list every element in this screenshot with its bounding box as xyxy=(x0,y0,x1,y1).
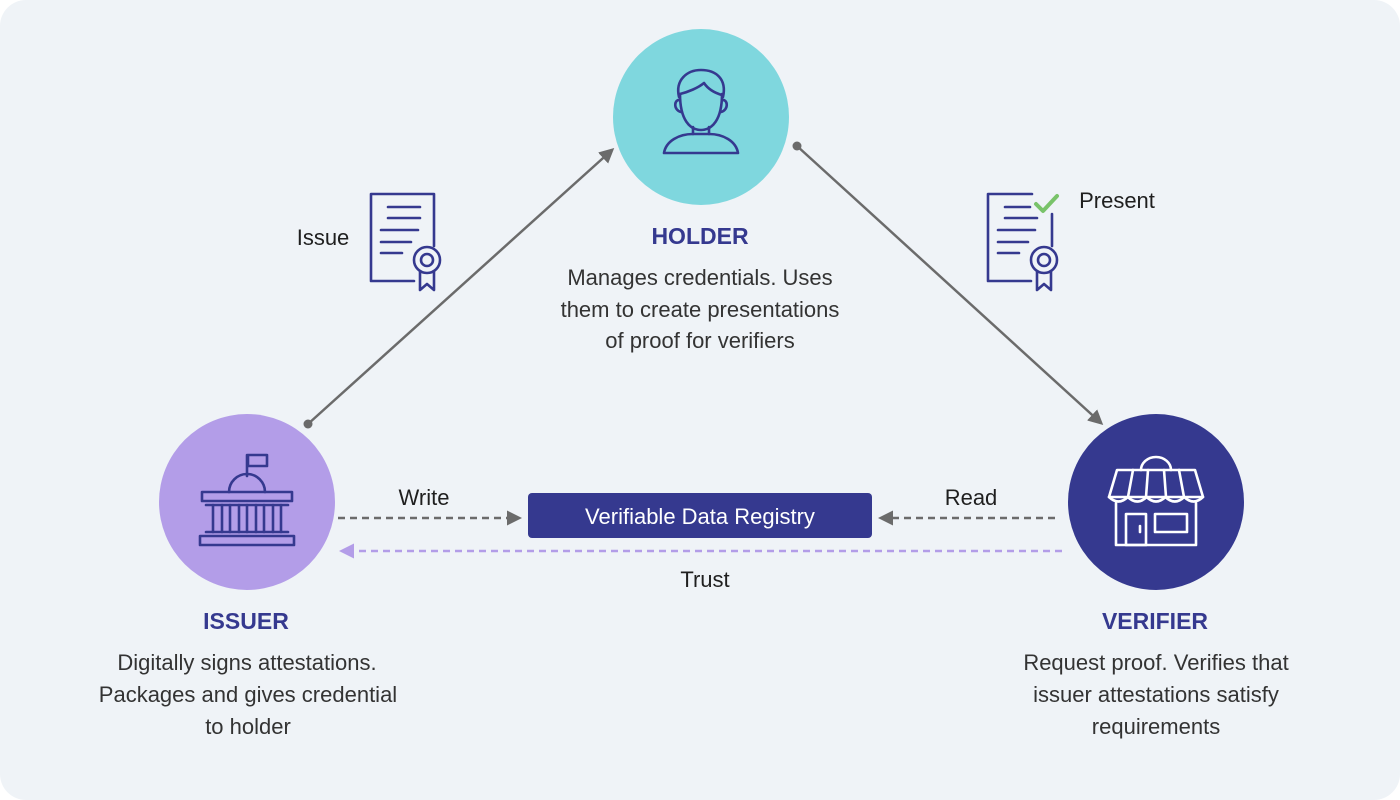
issue-arrow-line xyxy=(307,147,615,425)
holder-description-line: Manages credentials. Uses xyxy=(567,265,832,290)
holder-circle xyxy=(613,29,789,205)
certificate-check-icon xyxy=(986,192,1059,292)
registry-box xyxy=(528,493,872,538)
verifier-title: VERIFIER xyxy=(1102,608,1208,634)
check-mark-icon xyxy=(1034,194,1059,213)
storefront-icon xyxy=(1107,455,1205,547)
present-arrow xyxy=(792,141,1104,426)
person-icon xyxy=(662,68,740,155)
issuer-description-line: Packages and gives credential xyxy=(99,682,397,707)
verifiable-data-registry: Verifiable Data Registry xyxy=(528,493,872,538)
verifier-node: VERIFIER Request proof. Verifies that is… xyxy=(1023,414,1289,739)
verifier-description-line: issuer attestations satisfy xyxy=(1033,682,1279,707)
trust-label: Trust xyxy=(680,567,729,592)
issue-label: Issue xyxy=(297,225,350,250)
present-label: Present xyxy=(1079,188,1155,213)
government-building-icon xyxy=(198,453,296,547)
read-label: Read xyxy=(945,485,998,510)
holder-description-line: of proof for verifiers xyxy=(605,328,795,353)
holder-title: HOLDER xyxy=(651,223,749,249)
issuer-title: ISSUER xyxy=(203,608,289,634)
holder-node: HOLDER Manages credentials. Uses them to… xyxy=(561,29,840,353)
issuer-description-line: to holder xyxy=(205,714,291,739)
registry-label: Verifiable Data Registry xyxy=(585,504,815,529)
verifier-description-line: requirements xyxy=(1092,714,1220,739)
present-arrow-line xyxy=(796,145,1104,426)
issue-arrow xyxy=(303,147,615,429)
verifier-description-line: Request proof. Verifies that xyxy=(1023,650,1288,675)
issuer-description-line: Digitally signs attestations. xyxy=(117,650,376,675)
holder-description-line: them to create presentations xyxy=(561,297,840,322)
issuer-node: ISSUER Digitally signs attestations. Pac… xyxy=(99,414,397,739)
certificate-icon xyxy=(369,192,442,292)
write-label: Write xyxy=(399,485,450,510)
